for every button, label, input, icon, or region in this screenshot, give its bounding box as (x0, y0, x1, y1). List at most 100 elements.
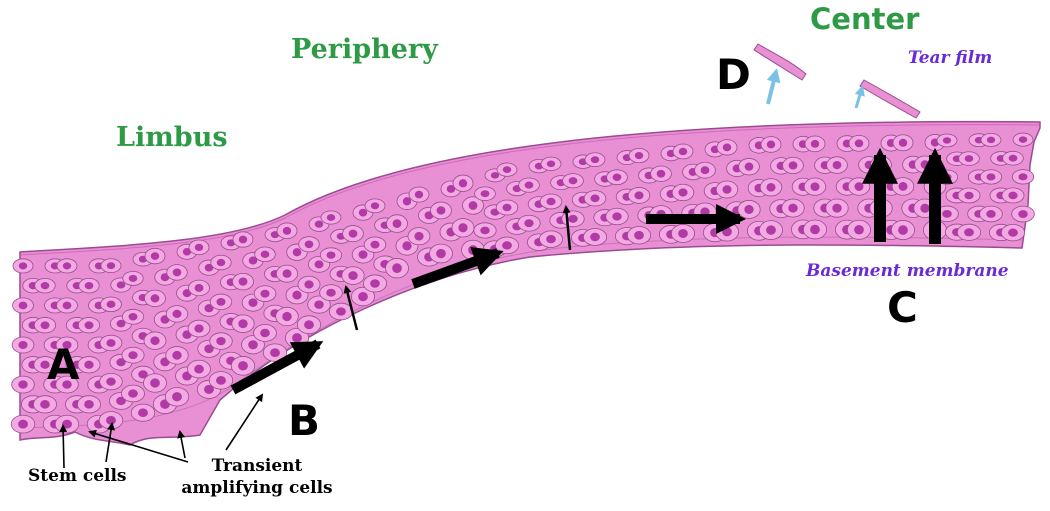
letter-c: C (887, 283, 918, 332)
cell-nucleus (612, 173, 622, 181)
cell-nucleus (216, 258, 226, 267)
cell-nucleus (358, 208, 368, 217)
cell-nucleus (116, 281, 126, 289)
cell-nucleus (722, 143, 732, 152)
cell-nucleus (436, 206, 446, 215)
cell-nucleus (436, 248, 446, 259)
cell-nucleus (656, 169, 666, 178)
cell-nucleus (700, 207, 710, 217)
cell-nucleus (920, 160, 930, 169)
cell-nucleus (40, 360, 50, 369)
cell-nucleus (458, 179, 468, 188)
cell-nucleus (854, 139, 864, 148)
cell-nucleus (490, 172, 500, 179)
cell-nucleus (634, 230, 644, 240)
cell-nucleus (678, 188, 688, 197)
letter-d: D (716, 50, 751, 99)
cell-nucleus (788, 161, 798, 170)
cell-nucleus (502, 241, 512, 250)
cell-nucleus (986, 210, 996, 218)
cell-nucleus (62, 380, 72, 389)
cell-nucleus (248, 340, 258, 350)
cell-nucleus (964, 155, 974, 163)
cell-nucleus (150, 378, 160, 388)
label-center: Center (810, 2, 920, 36)
cell-nucleus (468, 201, 478, 210)
label-transient-line2: amplifying cells (181, 478, 333, 498)
epithelial-cells (10, 132, 1035, 434)
cell-nucleus (128, 313, 138, 321)
letter-a: A (47, 340, 80, 389)
label-transient-line1: Transient (211, 456, 303, 476)
cell-nucleus (1008, 154, 1018, 162)
cell-nucleus (270, 348, 280, 358)
cell-nucleus (172, 268, 182, 277)
cell-nucleus (292, 248, 302, 257)
cell-nucleus (414, 231, 424, 241)
cell-nucleus (590, 232, 600, 242)
cell-nucleus (84, 360, 94, 369)
cell-nucleus (314, 260, 324, 269)
cell-nucleus (128, 389, 138, 398)
cell-nucleus (40, 400, 50, 409)
cell-nucleus (898, 138, 908, 147)
cell-nucleus (194, 243, 204, 252)
cell-nucleus (128, 351, 138, 360)
cell-nucleus (370, 279, 380, 288)
cell-nucleus (612, 212, 622, 221)
cell-nucleus (18, 262, 28, 270)
shedding-arrow (766, 68, 781, 105)
cell-nucleus (766, 182, 776, 192)
cell-nucleus (326, 214, 336, 221)
cell-nucleus (18, 380, 28, 389)
cell-nucleus (468, 245, 478, 255)
centripetal-arrow (230, 339, 324, 395)
cell-nucleus (898, 225, 908, 235)
small-vertical-arrow (562, 205, 572, 251)
cell-nucleus (326, 251, 336, 259)
cell-nucleus (260, 289, 270, 298)
cell-nucleus (150, 252, 160, 260)
cell-nucleus (402, 241, 412, 251)
cell-nucleus (84, 282, 94, 290)
cell-nucleus (1008, 191, 1018, 200)
cell-nucleus (854, 224, 864, 235)
cell-nucleus (204, 344, 214, 354)
cell-nucleus (480, 226, 490, 235)
cell-nucleus (194, 364, 204, 374)
cell-nucleus (348, 271, 358, 281)
cell-nucleus (634, 151, 644, 160)
cell-nucleus (216, 297, 226, 306)
cell-nucleus (282, 226, 292, 235)
cell-nucleus (348, 229, 358, 238)
cell-nucleus (260, 250, 270, 258)
cell-nucleus (150, 294, 160, 303)
cell-nucleus (150, 336, 160, 346)
cell-nucleus (248, 256, 258, 265)
cell-nucleus (832, 160, 842, 170)
cell-nucleus (502, 166, 512, 174)
cell-nucleus (810, 182, 820, 191)
cell-nucleus (854, 182, 864, 191)
cell-nucleus (590, 194, 600, 203)
cell-nucleus (182, 247, 192, 256)
cell-nucleus (62, 262, 72, 270)
cell-nucleus (138, 408, 148, 418)
small-vertical-arrow (343, 285, 359, 331)
cell-nucleus (106, 262, 116, 270)
cell-nucleus (172, 350, 182, 360)
cell-nucleus (1018, 173, 1028, 181)
cell-nucleus (304, 240, 314, 249)
cell-nucleus (304, 320, 314, 330)
cell-nucleus (106, 300, 116, 308)
cell-nucleus (204, 304, 214, 313)
cell-nucleus (116, 358, 126, 367)
migration-arrows (230, 147, 953, 395)
cell-nucleus (524, 219, 534, 228)
cell-nucleus (84, 321, 94, 330)
cell-nucleus (216, 336, 226, 346)
cell-nucleus (304, 280, 314, 289)
shedding-arrow (854, 85, 865, 109)
cell-nucleus (238, 235, 248, 244)
cell-nucleus (678, 228, 688, 238)
